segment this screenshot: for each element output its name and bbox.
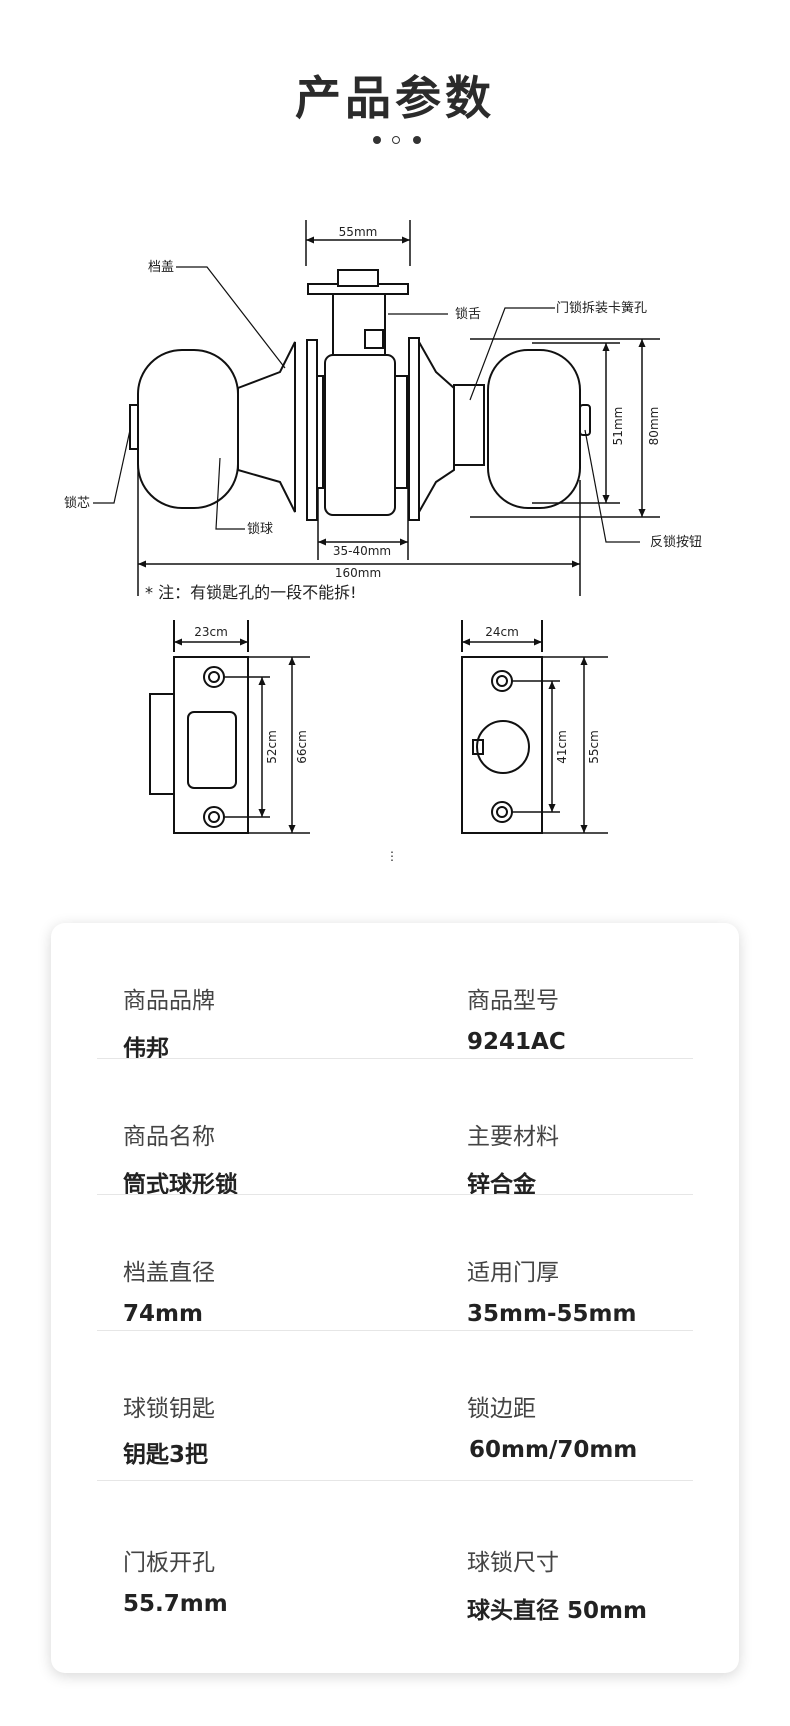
spec-label: 球锁尺寸 <box>467 1550 559 1576</box>
dim-total-length: 160mm <box>335 566 381 580</box>
spec-value: 60mm/70mm <box>469 1437 638 1463</box>
label-cylinder: 锁芯 <box>64 495 90 511</box>
spec-row: 门板开孔 55.7mm 球锁尺寸 球头直径 50mm <box>97 1481 693 1641</box>
spec-label: 主要材料 <box>467 1124 559 1150</box>
hollow-dot-icon <box>392 136 400 144</box>
dim-knob-outer: 80mm <box>647 407 661 446</box>
spec-label: 适用门厚 <box>467 1260 559 1286</box>
row-divider <box>97 1058 693 1059</box>
spec-value: 钥匙3把 <box>123 1442 209 1468</box>
label-lock-button: 反锁按钮 <box>650 534 702 550</box>
title-decoration-dots <box>369 134 425 146</box>
spec-card: 商品品牌 伟邦 商品型号 9241AC 商品名称 筒式球形锁 主要材料 锌合金 … <box>51 923 739 1673</box>
dim-top-width: 55mm <box>339 225 378 239</box>
dim-knob-inner: 51mm <box>611 407 625 446</box>
label-knob: 锁球 <box>247 521 273 537</box>
spec-label: 商品型号 <box>467 988 559 1014</box>
row-divider <box>97 1480 693 1481</box>
label-disassembly-hole: 门锁拆装卡簧孔 <box>556 300 647 316</box>
spec-label: 门板开孔 <box>123 1550 215 1576</box>
label-latch-tongue: 锁舌 <box>455 306 481 322</box>
row-divider <box>97 1194 693 1195</box>
dot-icon <box>413 136 421 144</box>
spec-value: 55.7mm <box>123 1591 228 1617</box>
dim-door-range: 35-40mm <box>333 544 391 558</box>
spec-label: 锁边距 <box>467 1396 536 1422</box>
diagram-note: * 注：有锁匙孔的一段不能拆! <box>145 583 357 602</box>
spec-value: 伟邦 <box>123 1036 169 1062</box>
spec-label: 档盖直径 <box>123 1260 215 1286</box>
plate-left-width: 23cm <box>194 625 228 639</box>
plate-right-width: 24cm <box>485 625 519 639</box>
plate-left-inner: 52cm <box>265 730 279 764</box>
spec-row: 球锁钥匙 钥匙3把 锁边距 60mm/70mm <box>97 1331 693 1481</box>
spec-label: 商品品牌 <box>123 988 215 1014</box>
page-title: 产品参数 <box>295 71 495 125</box>
plate-right-inner: 41cm <box>555 730 569 764</box>
dot-icon <box>373 136 381 144</box>
plate-right-outer: 55cm <box>587 730 601 764</box>
label-cover: 档盖 <box>148 260 174 275</box>
spec-value: 9241AC <box>467 1029 566 1055</box>
spec-value: 锌合金 <box>467 1172 536 1198</box>
row-divider <box>97 1330 693 1331</box>
spec-value: 35mm-55mm <box>467 1301 637 1327</box>
plate-left-outer: 66cm <box>295 730 309 764</box>
lock-dimension-diagram: 55mm 档盖 锁舌 门锁拆装卡簧孔 锁芯 锁球 反锁按钮 35-40mm 16… <box>64 220 702 863</box>
ellipsis-marker: ⋮ <box>386 849 398 863</box>
spec-row: 商品品牌 伟邦 商品型号 9241AC <box>97 923 693 1062</box>
spec-value: 74mm <box>123 1301 203 1327</box>
spec-label: 球锁钥匙 <box>123 1396 215 1422</box>
spec-row: 商品名称 筒式球形锁 主要材料 锌合金 <box>97 1059 693 1198</box>
spec-row: 档盖直径 74mm 适用门厚 35mm-55mm <box>97 1195 693 1331</box>
spec-value: 筒式球形锁 <box>123 1172 238 1198</box>
spec-label: 商品名称 <box>123 1124 215 1150</box>
spec-value: 球头直径 50mm <box>467 1598 647 1624</box>
